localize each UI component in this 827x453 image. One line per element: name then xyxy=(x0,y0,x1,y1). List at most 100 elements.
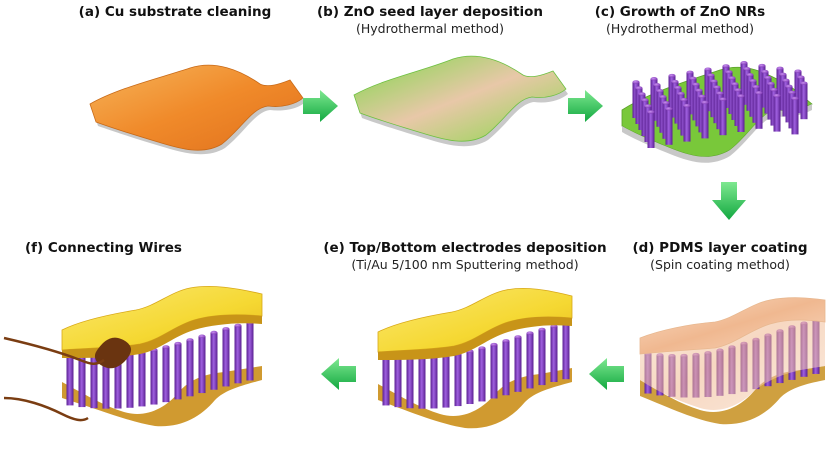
nanorod xyxy=(502,340,510,396)
nanorod xyxy=(514,336,522,392)
nanorod-tip xyxy=(198,334,206,339)
nanorod xyxy=(737,96,745,132)
nanorod xyxy=(90,355,98,409)
arrow-left-icon xyxy=(321,358,356,390)
nanorod xyxy=(418,357,426,409)
step-a-title: (a) Cu substrate cleaning xyxy=(78,4,272,20)
nanorod-tip xyxy=(641,98,649,102)
seed-layer-substrate xyxy=(353,55,568,147)
nanorod-tip xyxy=(785,84,793,89)
step-e-title: (e) Top/Bottom electrodes deposition xyxy=(323,240,607,256)
nanorod-tip xyxy=(662,101,670,105)
nanorod-tip xyxy=(632,80,640,84)
nanorod-tip xyxy=(478,346,486,350)
nanorod xyxy=(162,346,170,403)
nanorod-tip xyxy=(638,92,646,96)
nanorod xyxy=(222,328,230,387)
nanorod-tip xyxy=(689,76,697,81)
caption-step-a: (a) Cu substrate cleaning xyxy=(50,4,300,21)
nanorod-tip xyxy=(716,91,724,95)
nanorod-tip xyxy=(653,83,661,87)
copper-substrate xyxy=(89,64,305,155)
nanorod-tip xyxy=(234,323,242,328)
nanorod-tip xyxy=(701,100,709,105)
nanorod-tip xyxy=(526,331,534,335)
nanorod-tip xyxy=(752,85,760,89)
nanorod-tip xyxy=(791,96,799,101)
nanorod-tip xyxy=(710,79,718,83)
nanorod xyxy=(755,92,763,129)
nanorod-tip xyxy=(677,91,685,96)
nanorod xyxy=(114,355,122,409)
caption-step-f: (f) Connecting Wires xyxy=(25,240,235,257)
nanorod xyxy=(466,351,474,405)
nanorod xyxy=(562,323,570,380)
nanorod-tip xyxy=(210,330,218,335)
nanorod-tip xyxy=(692,82,700,87)
nanorod-tip xyxy=(680,97,688,102)
nanorod xyxy=(490,344,498,399)
nanorod-tip xyxy=(737,94,745,98)
nanorod-tip xyxy=(731,82,739,86)
nanorod xyxy=(454,353,462,407)
nanorod xyxy=(442,355,450,408)
nanorod-tip xyxy=(490,342,498,347)
bottom-wire xyxy=(3,396,89,422)
nanorod-tip xyxy=(635,86,643,90)
nanorod xyxy=(526,333,534,389)
nanorod xyxy=(478,348,486,402)
zno-nanorods-on-substrate xyxy=(621,61,813,163)
nanorod xyxy=(246,322,254,381)
nanorod-tip xyxy=(788,90,796,95)
caption-step-d: (d) PDMS layer coating (Spin coating met… xyxy=(615,240,825,273)
step-c-method: (Hydrothermal method) xyxy=(606,21,754,36)
nanorod xyxy=(382,355,390,406)
nanorod-tip xyxy=(162,345,170,349)
nanorod-tip xyxy=(794,69,802,73)
nanorod-tip xyxy=(656,89,664,93)
nanorod-tip xyxy=(767,81,775,86)
nanorod-tip xyxy=(538,327,546,332)
nanorod-tip xyxy=(713,85,721,89)
nanorod xyxy=(647,112,655,148)
nanorod-tip xyxy=(800,81,808,85)
step-f-title: (f) Connecting Wires xyxy=(25,240,182,256)
nanorod xyxy=(665,108,673,145)
nanorod-tip xyxy=(797,75,805,79)
pdms-coated-device xyxy=(639,297,826,425)
electrode-coated-device xyxy=(377,288,573,429)
nanorod-tip xyxy=(755,91,763,95)
caption-step-c: (c) Growth of ZnO NRs (Hydrothermal meth… xyxy=(565,4,795,37)
caption-step-b: (b) ZnO seed layer deposition (Hydrother… xyxy=(300,4,560,37)
arrow-down-icon xyxy=(712,182,746,220)
nanorod-tip xyxy=(186,338,194,342)
nanorod-tip xyxy=(725,70,733,74)
nanorod-tip xyxy=(746,73,754,77)
caption-step-e: (e) Top/Bottom electrodes deposition (Ti… xyxy=(320,240,610,273)
nanorod-tip xyxy=(698,94,706,99)
nanorod-tip xyxy=(758,63,766,68)
nanorod-tip xyxy=(764,75,772,80)
nanorod-tip xyxy=(776,66,784,71)
nanorod-tip xyxy=(686,70,694,75)
nanorod-tip xyxy=(782,78,790,83)
nanorod-tip xyxy=(222,327,230,331)
nanorod xyxy=(150,349,158,405)
device-with-wires xyxy=(3,286,263,427)
nanorod-tip xyxy=(683,103,691,108)
top-wire xyxy=(3,336,105,365)
nanorod xyxy=(430,357,438,409)
nanorod xyxy=(394,356,402,408)
step-b-title: (b) ZnO seed layer deposition xyxy=(316,4,543,20)
arrow-left-icon xyxy=(589,358,624,390)
nanorod-tip xyxy=(722,64,730,68)
nanorod xyxy=(234,325,242,384)
nanorod-tip xyxy=(740,61,748,65)
nanorod-tip xyxy=(514,335,522,339)
nanorod xyxy=(701,102,709,139)
nanorod-tip xyxy=(743,67,751,71)
nanorod-tip xyxy=(174,341,182,346)
nanorod-tip xyxy=(773,93,781,98)
nanorod xyxy=(102,355,110,409)
